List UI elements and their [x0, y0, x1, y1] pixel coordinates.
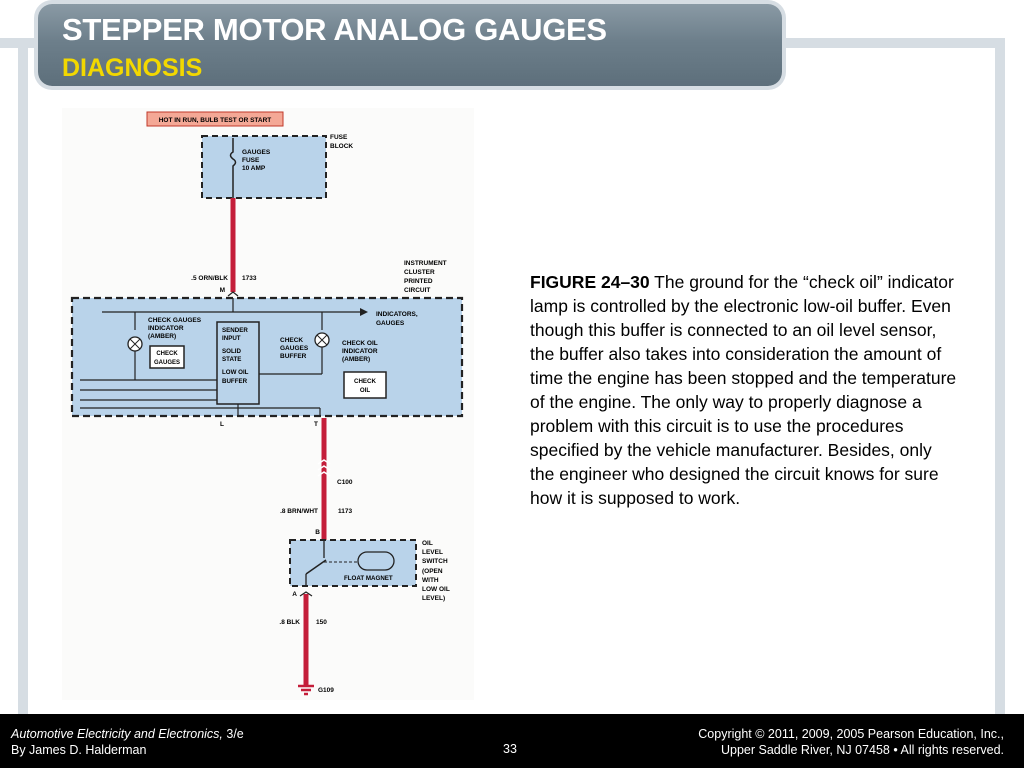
svg-text:FUSE: FUSE	[330, 134, 348, 141]
publisher-address: Upper Saddle River, NJ 07458 • All right…	[721, 743, 1004, 757]
book-title: Automotive Electricity and Electronics,	[11, 727, 223, 741]
cluster-label-4: CIRCUIT	[404, 287, 430, 294]
caption-text: The ground for the “check oil” indicator…	[530, 272, 957, 508]
float-magnet-label: FLOAT MAGNET	[344, 575, 393, 582]
fuse-label-2: FUSE	[242, 157, 260, 164]
check-oil-box-2: OIL	[360, 387, 371, 394]
figure-caption: FIGURE 24–30 The ground for the “check o…	[530, 270, 960, 510]
wire1-gauge: .5 ORN/BLK	[191, 275, 228, 282]
connector-b: B	[315, 529, 320, 536]
copyright-text: Copyright © 2011, 2009, 2005 Pearson Edu…	[698, 727, 1004, 741]
sender-label-3: SOLID	[222, 348, 241, 355]
check-gauges-buffer-3: BUFFER	[280, 353, 307, 360]
check-gauges-box	[149, 345, 185, 369]
figure-number: FIGURE 24–30	[530, 272, 650, 292]
slide-title: STEPPER MOTOR ANALOG GAUGES	[62, 12, 607, 47]
sender-label-2: INPUT	[222, 335, 241, 342]
sender-label-1: SENDER	[222, 327, 248, 334]
fuse-label-1: GAUGES	[242, 149, 271, 156]
sender-label-4: STATE	[222, 356, 241, 363]
cluster-label-3: PRINTED	[404, 278, 433, 285]
connector-a: A	[292, 591, 297, 598]
fuse-label-3: 10 AMP	[242, 165, 266, 172]
connector-m: M	[220, 287, 225, 294]
oil-switch-label-2: LEVEL	[422, 549, 443, 556]
sender-label-6: BUFFER	[222, 378, 248, 385]
check-gauges-indicator-3: (AMBER)	[148, 333, 176, 340]
oil-switch-label-4: (OPEN	[422, 568, 443, 575]
fuse-symbol	[229, 138, 237, 198]
connector-a-symbol	[299, 591, 313, 597]
connector-l: L	[220, 421, 224, 428]
svg-text:BLOCK: BLOCK	[330, 143, 353, 150]
check-gauges-indicator-2: INDICATOR	[148, 325, 184, 332]
wiring-diagram-figure: HOT IN RUN, BULB TEST OR START FUSE BLOC…	[62, 108, 474, 700]
oil-switch-label-5: WITH	[422, 577, 439, 584]
cluster-label-2: CLUSTER	[404, 269, 435, 276]
footer-left: Automotive Electricity and Electronics, …	[11, 726, 244, 758]
title-bar: STEPPER MOTOR ANALOG GAUGES DIAGNOSIS	[38, 4, 782, 86]
wire2-gauge: .8 BRN/WHT	[280, 508, 318, 515]
slide-frame-right	[995, 38, 1005, 718]
check-oil-indicator-3: (AMBER)	[342, 356, 370, 363]
oil-switch-label-7: LEVEL)	[422, 595, 445, 602]
wiring-diagram: HOT IN RUN, BULB TEST OR START FUSE BLOC…	[70, 111, 464, 696]
wire3-gauge: .8 BLK	[279, 619, 300, 626]
check-gauges-indicator-1: CHECK GAUGES	[148, 317, 202, 324]
fuse-block-label-2: BLOCK	[330, 143, 353, 150]
indicators-label-2: GAUGES	[376, 320, 405, 327]
oil-switch-label-6: LOW OIL	[422, 586, 450, 593]
check-gauges-box-1: CHECK	[156, 351, 178, 357]
wire1-circuit: 1733	[242, 275, 257, 282]
indicators-label-1: INDICATORS,	[376, 311, 418, 318]
hot-in-run-label: HOT IN RUN, BULB TEST OR START	[159, 117, 272, 124]
check-oil-indicator-1: CHECK OIL	[342, 340, 378, 347]
c100-label: C100	[337, 479, 353, 486]
book-author: By James D. Halderman	[11, 743, 147, 757]
oil-switch-label-1: OIL	[422, 540, 433, 547]
check-gauges-buffer-1: CHECK	[280, 337, 303, 344]
slide-subtitle: DIAGNOSIS	[62, 54, 203, 82]
connector-t: T	[314, 421, 318, 428]
check-oil-box	[343, 371, 387, 399]
cluster-label-1: INSTRUMENT	[404, 260, 447, 267]
fuse-block-label-1: FUSE	[330, 134, 348, 141]
wire3-circuit: 150	[316, 619, 327, 626]
check-gauges-box-2: GAUGES	[154, 360, 180, 366]
check-gauges-buffer-2: GAUGES	[280, 345, 309, 352]
slide-frame-left	[18, 38, 28, 718]
float-magnet-icon	[357, 551, 395, 571]
instrument-cluster-box	[70, 296, 464, 418]
sender-label-5: LOW OIL	[222, 369, 249, 376]
oil-level-switch-box	[289, 539, 417, 587]
footer-bar: Automotive Electricity and Electronics, …	[0, 714, 1024, 768]
ground-label: G109	[318, 687, 334, 694]
connector-m-symbol	[227, 291, 239, 297]
fuse-block-box	[201, 135, 327, 199]
page-number: 33	[503, 742, 517, 756]
check-oil-indicator-2: INDICATOR	[342, 348, 378, 355]
check-oil-box-1: CHECK	[354, 378, 377, 385]
oil-switch-label-3: SWITCH	[422, 558, 448, 565]
wire2-circuit: 1173	[338, 508, 352, 515]
footer-right: Copyright © 2011, 2009, 2005 Pearson Edu…	[698, 726, 1004, 758]
book-edition: 3/e	[222, 727, 244, 741]
